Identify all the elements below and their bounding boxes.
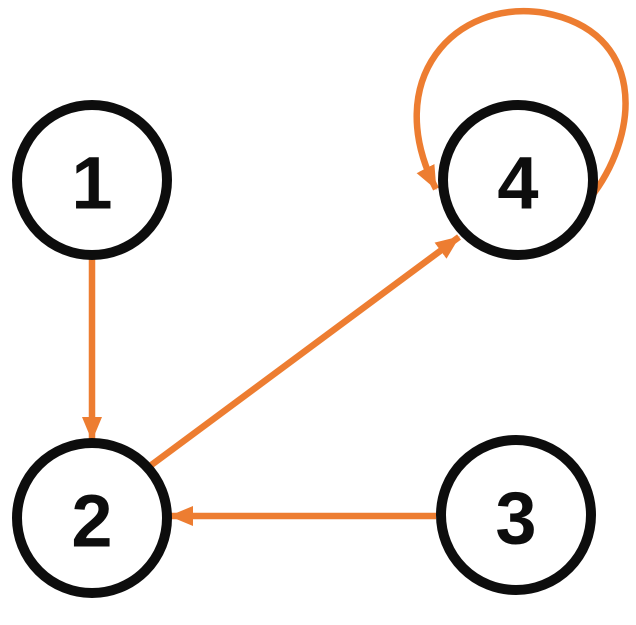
node-3-label: 3: [495, 476, 536, 559]
node-3-circle: [436, 435, 596, 595]
node-2-circle: [12, 438, 172, 598]
node-4-circle: [438, 100, 598, 260]
node-1-label: 1: [71, 141, 112, 224]
edge-4-to-4-self-loop: [413, 8, 629, 195]
edges-layer: [82, 8, 629, 526]
edge-2-to-4: [148, 234, 461, 469]
node-4-label: 4: [497, 141, 538, 224]
node-2-label: 2: [71, 479, 112, 562]
node-1-circle: [12, 100, 172, 260]
nodes-layer: 1 2 3 4: [12, 100, 598, 598]
